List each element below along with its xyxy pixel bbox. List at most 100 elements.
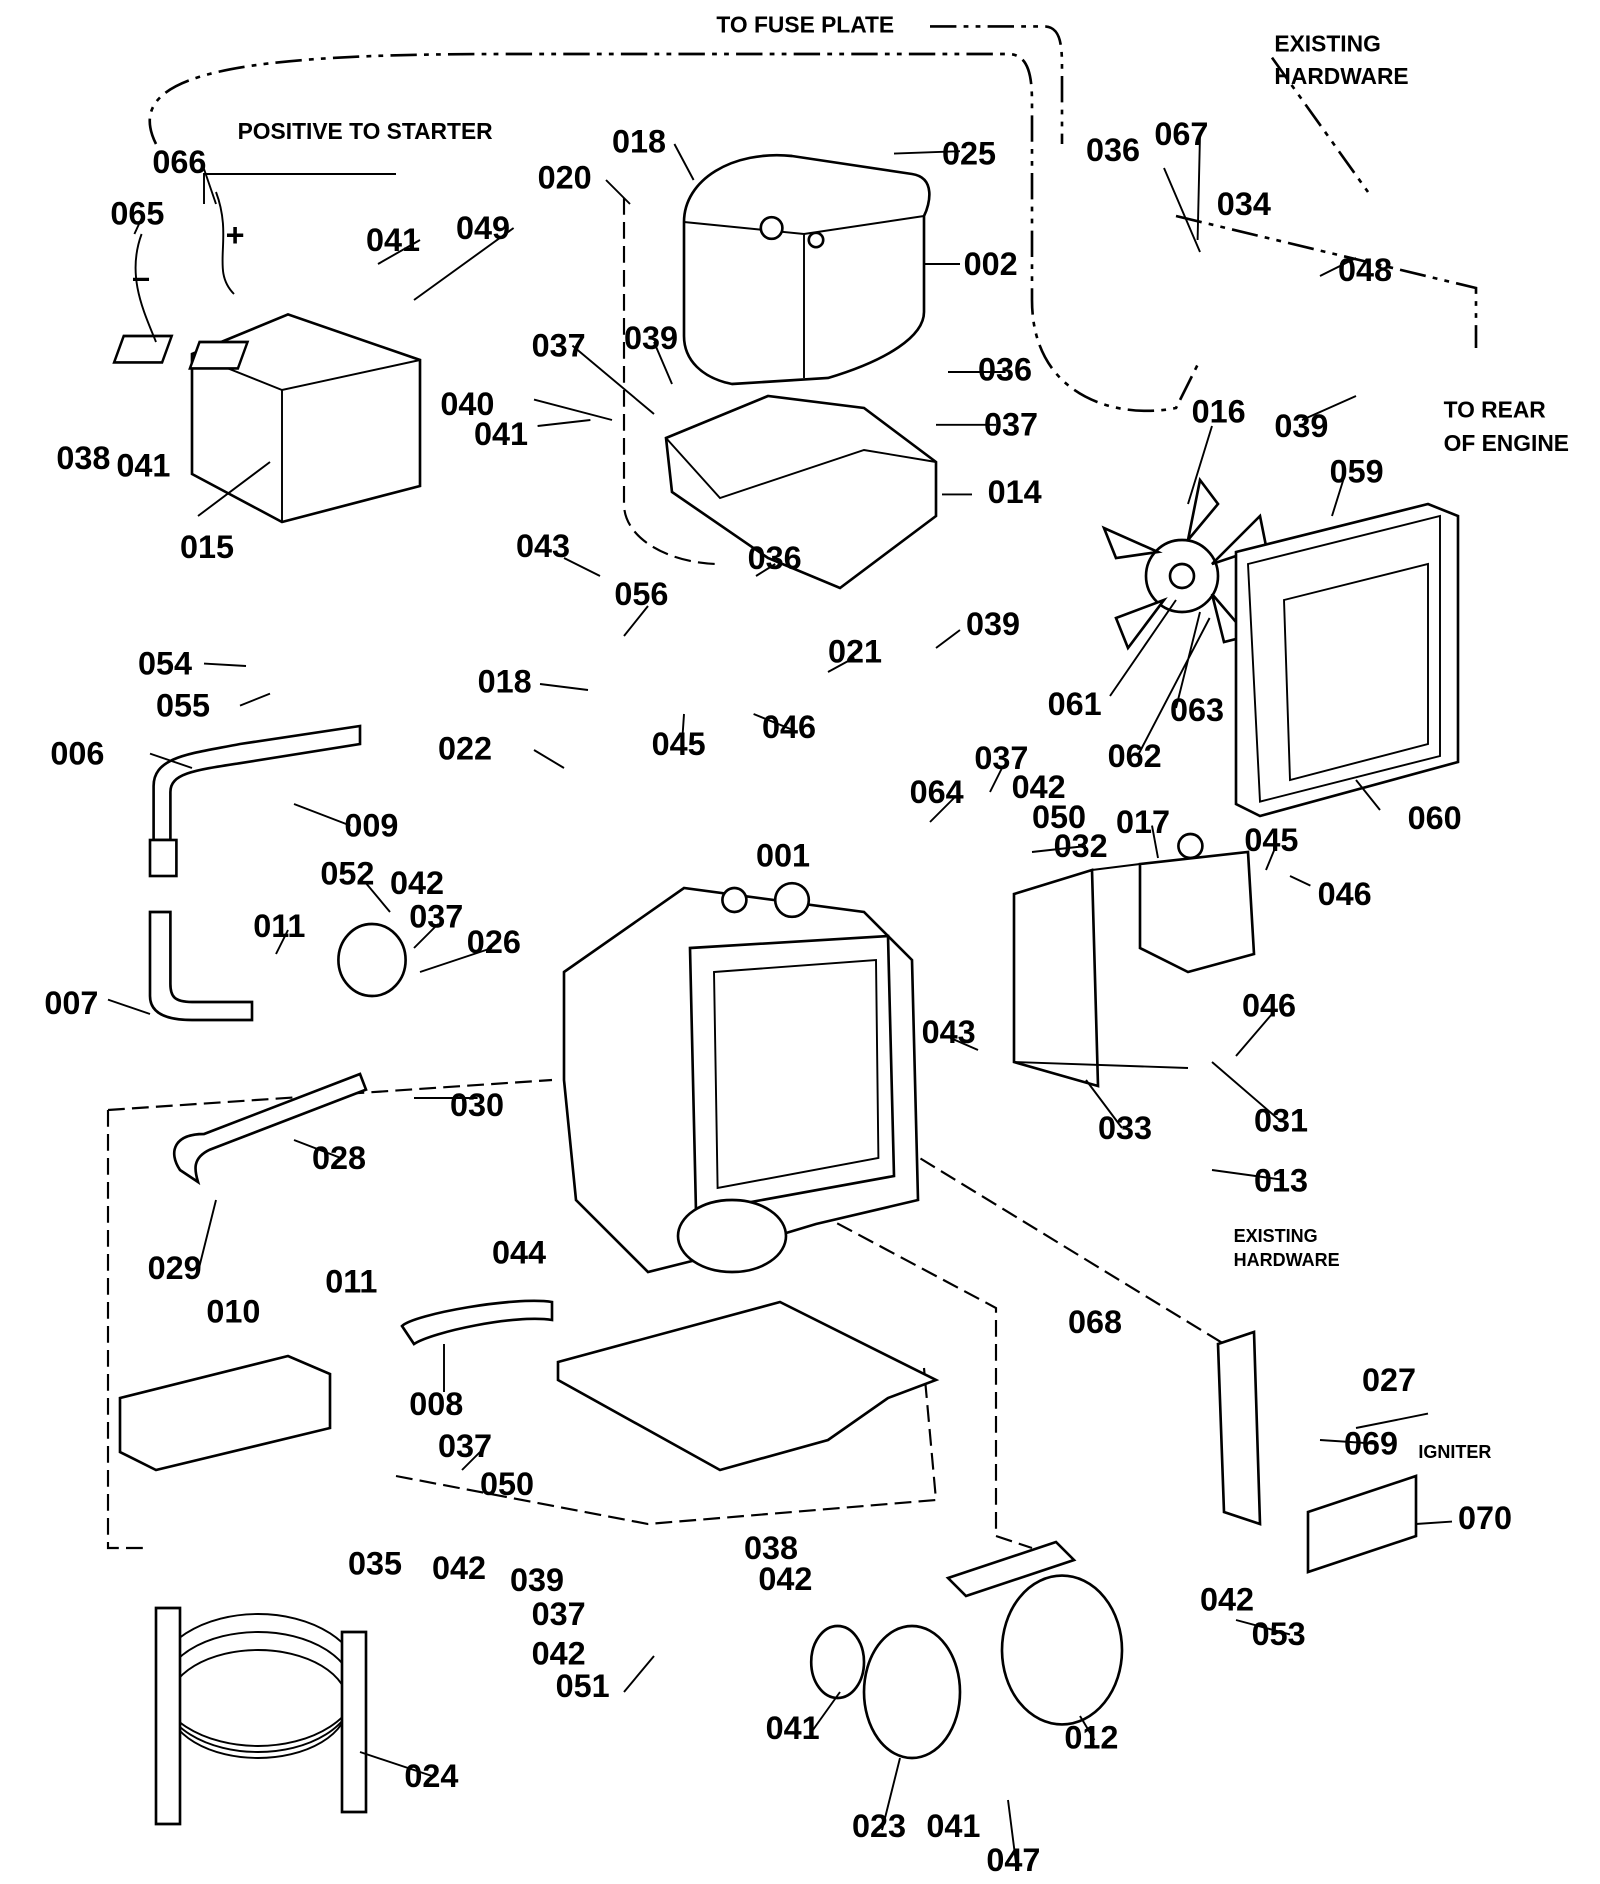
part-label-039: 039 [966,606,1020,642]
part-label-041: 041 [766,1710,820,1746]
part-label-041: 041 [474,416,528,452]
part-label-070: 070 [1458,1500,1512,1536]
note-existing-hardware-top-1: EXISTING [1274,31,1380,57]
part-label-046: 046 [1242,987,1296,1023]
note-positive-to-starter: POSITIVE TO STARTER [238,118,493,144]
part-label-011: 011 [325,1263,377,1299]
part-label-018: 018 [612,123,666,159]
part-label-037: 037 [532,1596,586,1632]
part-label-024: 024 [404,1758,458,1794]
part-label-048: 048 [1338,252,1392,288]
part-label-050: 050 [480,1466,534,1502]
part-label-036: 036 [978,351,1032,387]
part-label-010: 010 [206,1293,260,1329]
part-label-043: 043 [516,528,570,564]
part-label-026: 026 [467,924,521,960]
part-label-042: 042 [1012,769,1066,805]
note-existing-hardware-low-2: HARDWARE [1234,1250,1340,1270]
note-to-rear-2: OF ENGINE [1444,430,1569,456]
part-label-042: 042 [1200,1581,1254,1617]
note-minus: – [132,259,150,295]
part-label-042: 042 [432,1550,486,1586]
part-label-056: 056 [614,576,668,612]
part-label-020: 020 [538,159,592,195]
part-label-029: 029 [148,1250,202,1286]
part-label-067: 067 [1154,116,1208,152]
part-label-018: 018 [478,663,532,699]
part-label-055: 055 [156,687,210,723]
part-label-059: 059 [1330,453,1384,489]
part-label-006: 006 [50,735,104,771]
note-to-fuse-plate: TO FUSE PLATE [716,11,894,37]
part-label-063: 063 [1170,692,1224,728]
part-label-047: 047 [986,1842,1040,1878]
part-label-021: 021 [828,633,882,669]
part-label-046: 046 [1318,876,1372,912]
part-label-053: 053 [1252,1616,1306,1652]
part-label-016: 016 [1192,393,1246,429]
note-igniter: IGNITER [1418,1442,1491,1462]
part-label-044: 044 [492,1235,546,1271]
part-label-002: 002 [964,246,1018,282]
part-label-034: 034 [1217,186,1271,222]
fuel-tank-002 [682,153,931,386]
overflow-tank-017 [1012,832,1256,1088]
engine-ground-wire [1175,56,1478,348]
engine-belt-guide [815,1145,1225,1550]
part-label-069: 069 [1344,1425,1398,1461]
part-label-041: 041 [366,222,420,258]
part-label-068: 068 [1068,1304,1122,1340]
part-label-051: 051 [556,1668,610,1704]
part-label-054: 054 [138,645,192,681]
part-label-028: 028 [312,1140,366,1176]
part-label-050: 050 [1032,799,1086,835]
part-label-042: 042 [758,1561,812,1597]
part-label-039: 039 [1274,408,1328,444]
part-label-030: 030 [450,1087,504,1123]
part-label-036: 036 [1086,132,1140,168]
part-label-042: 042 [532,1635,586,1671]
fan-016 [1101,476,1268,651]
part-label-014: 014 [988,474,1042,510]
part-label-064: 064 [910,774,964,810]
part-label-046: 046 [762,709,816,745]
part-label-062: 062 [1108,738,1162,774]
part-label-037: 037 [974,740,1028,776]
part-label-039: 039 [510,1562,564,1598]
part-label-045: 045 [652,726,706,762]
part-label-037: 037 [438,1428,492,1464]
part-label-031: 031 [1254,1103,1308,1139]
part-label-033: 033 [1098,1110,1152,1146]
part-label-013: 013 [1254,1163,1308,1199]
part-label-043: 043 [922,1014,976,1050]
part-label-041: 041 [926,1808,980,1844]
part-label-015: 015 [180,529,234,565]
part-label-037: 037 [532,327,586,363]
part-label-060: 060 [1408,800,1462,836]
part-label-045: 045 [1244,822,1298,858]
part-label-038: 038 [56,440,110,476]
note-existing-hardware-low-1: EXISTING [1234,1226,1318,1246]
part-label-041: 041 [116,447,170,483]
part-label-038: 038 [744,1530,798,1566]
part-label-049: 049 [456,210,510,246]
part-label-037: 037 [409,899,463,935]
part-label-039: 039 [624,320,678,356]
note-plus: + [226,217,245,253]
part-label-032: 032 [1054,828,1108,864]
part-label-012: 012 [1064,1719,1118,1755]
tank-bracket-guide [622,198,721,566]
part-label-065: 065 [110,195,164,231]
part-label-017: 017 [1116,804,1170,840]
part-label-040: 040 [440,386,494,422]
part-label-001: 001 [756,837,810,873]
part-label-025: 025 [942,135,996,171]
misc-parts [154,1072,1418,1826]
note-existing-hardware-top-2: HARDWARE [1274,63,1408,89]
fuse-wire [148,25,1202,413]
radiator-059 [1234,502,1460,818]
exhaust-pipes [118,724,407,1472]
part-label-023: 023 [852,1808,906,1844]
